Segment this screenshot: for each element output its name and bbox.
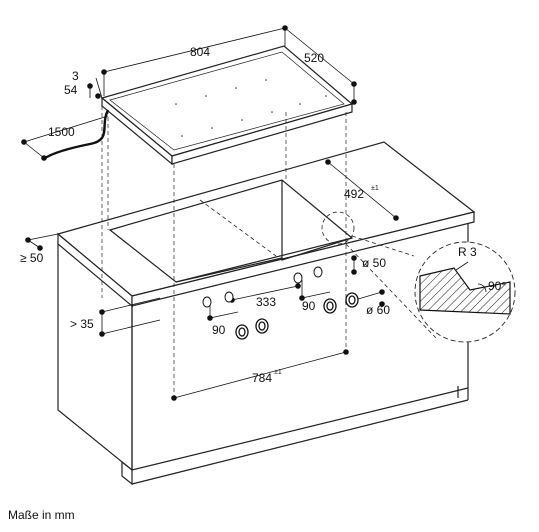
power-cable	[44, 109, 110, 160]
label-hob-height-total: 54	[64, 83, 78, 97]
label-detail-angle: 90°	[488, 279, 506, 293]
label-cutout-depth: 492	[344, 187, 364, 201]
label-side-distance: > 35	[70, 317, 94, 331]
worktop-side-edge	[131, 211, 475, 307]
detail-view	[414, 241, 516, 343]
label-cable-length: 1500	[48, 125, 75, 139]
units-caption: Maße in mm	[8, 508, 75, 522]
knob-4	[345, 292, 359, 308]
label-hob-width: 804	[190, 45, 210, 59]
label-knob-hole-small: ø 50	[362, 256, 386, 270]
label-detail-radius: R 3	[458, 245, 477, 259]
knob-holes	[202, 266, 323, 308]
knob-hole-small-1	[202, 296, 212, 308]
label-knob-hole-large: ø 60	[366, 303, 390, 317]
knobs	[235, 292, 359, 340]
knob-hole-small-2	[224, 291, 234, 303]
dimension-lines	[23, 27, 397, 399]
label-cutout-width-tol: ±1	[274, 369, 282, 376]
worktop-cutout	[108, 179, 354, 283]
knob-hole-small-3	[293, 272, 303, 284]
label-cutout-depth-tol: ±1	[371, 185, 379, 192]
dimension-dots	[21, 25, 399, 401]
dimension-labels: 804 520 3 54 1500 492 ±1 ≥ 50 > 35 90 33…	[20, 45, 506, 385]
projection-lines	[101, 106, 347, 398]
knob-1	[235, 324, 249, 340]
knob-3	[323, 298, 337, 314]
label-front-distance: ≥ 50	[20, 251, 44, 265]
label-knob-spacing: 333	[256, 295, 276, 309]
knob-2	[255, 318, 269, 334]
worktop-edge-section	[419, 267, 511, 315]
knob-hole-small-4	[313, 266, 323, 278]
detail-reference	[321, 211, 437, 339]
cabinet-plinth	[121, 460, 133, 486]
label-knob-distance-left: 90	[212, 323, 226, 337]
label-cutout-width: 784	[252, 371, 272, 385]
hob	[100, 45, 354, 166]
label-knob-distance-right: 90	[302, 299, 316, 313]
label-hob-height-top: 3	[72, 69, 79, 83]
label-hob-depth: 520	[304, 51, 324, 65]
